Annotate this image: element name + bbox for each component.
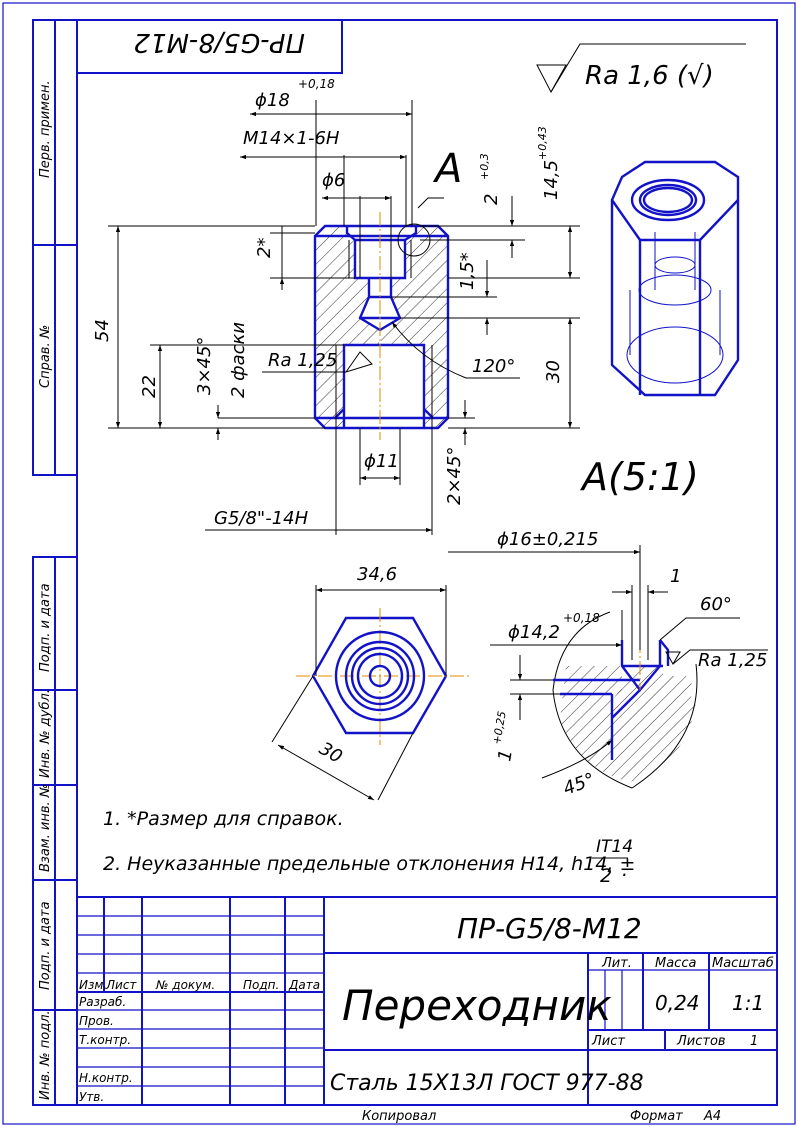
stamp-podp-data-2: Подп. и дата [38, 901, 53, 990]
roughness-general-text: Ra 1,6 (√) [585, 61, 714, 91]
dim-hex-30: 30 [316, 738, 346, 768]
sheets-value: 1 [750, 1034, 758, 1049]
massa-value: 0,24 [655, 991, 700, 1015]
stamp-vzam-inv: Взам. инв. № [38, 784, 53, 872]
note-frac-den: 2 [600, 865, 612, 887]
header-izm: Изм. [79, 978, 107, 992]
title-block-text: ПР-G5/8-М12 Переходник Сталь 15Х13Л ГОСТ… [79, 912, 774, 1104]
footer-format: Формат [630, 1109, 683, 1124]
stamp-podp-data-1: Подп. и дата [38, 583, 53, 672]
main-section-view [313, 212, 450, 440]
dim-detail-1-v: 1 [494, 748, 517, 763]
technical-notes: 1. *Размер для справок. 2. Неуказанные п… [103, 808, 635, 887]
footer: Копировал Формат А4 [362, 1109, 721, 1124]
title-designation: ПР-G5/8-М12 [457, 912, 642, 945]
dim-d11: ϕ11 [364, 451, 399, 472]
note-frac-dot: . [622, 859, 628, 881]
stamp-sprav-no: Справ. № [38, 325, 53, 388]
row-utv: Утв. [79, 1090, 104, 1104]
dim-angle-120: 120° [472, 356, 515, 377]
header-list: Лист [105, 978, 137, 992]
col-sheets: Листов [676, 1034, 726, 1049]
dim-hex-34-6: 34,6 [357, 564, 397, 585]
dim-len-30: 30 [543, 360, 564, 383]
dim-len-22: 22 [139, 375, 160, 398]
col-lit: Лит. [601, 956, 632, 971]
dim-d6: ϕ6 [322, 170, 345, 191]
dim-d14-2-tol: +0,18 [563, 611, 600, 625]
row-prov: Пров. [79, 1014, 114, 1028]
hex-top-view [296, 608, 470, 745]
dim-angle-60: 60° [700, 594, 732, 615]
dim-len-14-5: 14,5 [541, 160, 562, 200]
note-2: 2. Неуказанные предельные отклонения H14… [103, 853, 635, 875]
header-ndokum: № докум. [155, 978, 215, 992]
row-tkontr: Т.контр. [79, 1033, 131, 1047]
note-frac-num: IT14 [596, 837, 633, 857]
dim-g58: G5/8"-14H [214, 508, 309, 529]
dim-chamfer-note: 2 фаски [228, 322, 249, 398]
dim-len-2-star: 2* [254, 238, 275, 258]
isometric-view [610, 160, 740, 397]
col-sheet: Лист [591, 1034, 625, 1049]
dim-detail-1: 1 [670, 566, 681, 587]
row-nkontr: Н.контр. [79, 1071, 133, 1085]
col-masshtab: Масштаб [712, 956, 774, 971]
masshtab-value: 1:1 [732, 991, 764, 1015]
dim-angle-45: 45° [561, 769, 598, 800]
main-view-dimensions: ϕ18 +0,18 М14×1-6Н ϕ6 A 2 +0,3 14,5 +0,4… [92, 77, 580, 535]
dim-detail-ra: Ra 1,25 [698, 650, 767, 671]
dim-len-1-5-star: 1,5* [457, 252, 478, 290]
detail-label: A(5:1) [579, 455, 699, 499]
stamp-inv-podl: Инв. № подл. [38, 1010, 53, 1100]
note-1: 1. *Размер для справок. [103, 808, 344, 830]
header-podp: Подп. [243, 978, 279, 992]
side-stamps: Перв. примен. Справ. № Подп. и дата Инв.… [38, 80, 53, 1100]
dim-len-14-5-tol: +0,43 [536, 126, 549, 160]
row-razrab: Разраб. [79, 995, 126, 1009]
dim-d18-tol: +0,18 [298, 77, 335, 91]
title-material: Сталь 15Х13Л ГОСТ 977-88 [330, 1071, 644, 1096]
dim-d14-2: ϕ14,2 [508, 622, 560, 643]
title-block [76, 896, 778, 1106]
dim-ra-1-25: Ra 1,25 [268, 350, 337, 371]
dim-d16: ϕ16±0,215 [497, 529, 598, 550]
designation-mirrored: ПР-G5/8-М12 [133, 27, 305, 57]
dim-len-2-tol: +0,3 [478, 153, 491, 180]
section-label-a: A [432, 146, 462, 192]
title-name: Переходник [342, 981, 612, 1030]
stamp-inv-dubl: Инв. № дубл. [38, 689, 53, 778]
dim-m14: М14×1-6Н [243, 128, 340, 149]
header-data: Дата [288, 978, 320, 992]
dim-len-54: 54 [92, 319, 113, 342]
footer-kopiroval: Копировал [362, 1109, 436, 1124]
dim-chamfer-2x45: 2×45° [444, 447, 465, 505]
dim-d18: ϕ18 [255, 90, 290, 111]
dim-detail-1-v-tol: +0,25 [490, 710, 509, 745]
roughness-general: Ra 1,6 (√) [536, 43, 746, 94]
dim-len-2: 2 [481, 194, 502, 205]
stamp-perv-primen: Перв. примен. [38, 80, 53, 178]
col-massa: Масса [655, 956, 696, 971]
footer-format-value: А4 [703, 1109, 721, 1124]
dim-chamfer-3x45: 3×45° [194, 337, 215, 395]
